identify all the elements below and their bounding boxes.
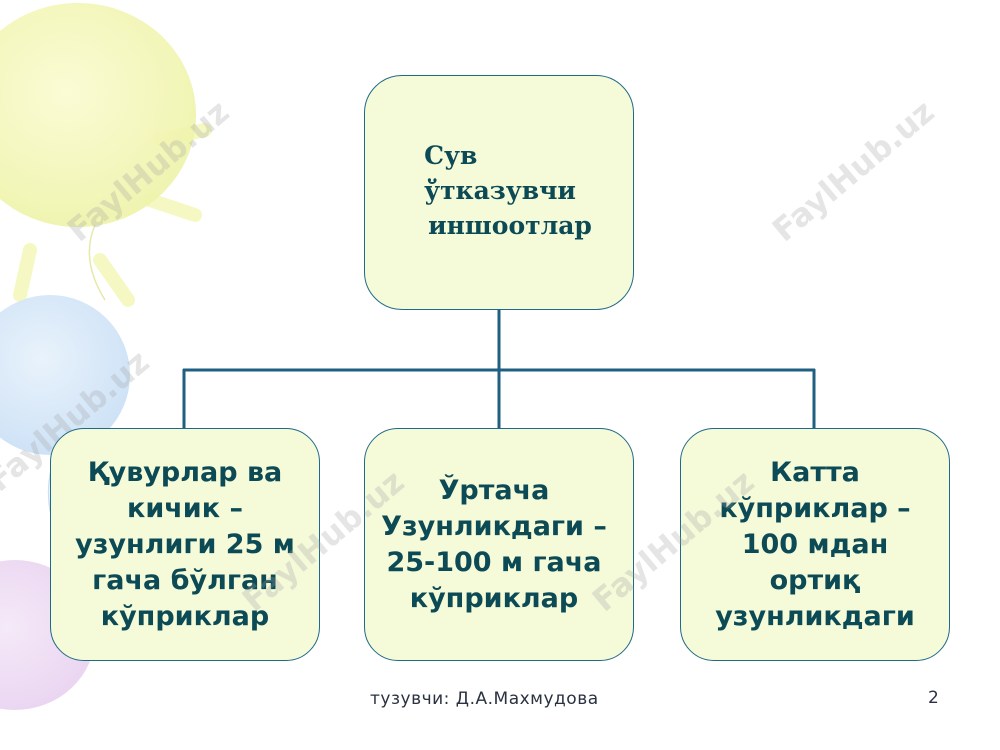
child-node-small-bridges: Қувурлар ва кичик – узунлиги 25 м гача б… xyxy=(50,428,320,661)
root-node-label: Сув ўтказувчи иншоотлар xyxy=(424,138,592,243)
label-line: узунликдаги xyxy=(715,600,915,632)
label-line: Қувурлар ва xyxy=(87,456,283,488)
label-line: гача бўлган xyxy=(92,564,278,596)
label-line: кўприклар – xyxy=(719,492,911,524)
label-line: кўприклар xyxy=(100,600,270,632)
label-line: узунлиги 25 м xyxy=(75,528,295,560)
page-number: 2 xyxy=(928,688,939,708)
yellow-balloon xyxy=(0,3,196,227)
label-line: 25-100 м гача xyxy=(386,546,602,578)
label-line: Катта xyxy=(770,456,860,488)
child-node-label: Қувурлар ва кичик – узунлиги 25 м гача б… xyxy=(75,455,295,635)
root-line-2: ўтказувчи xyxy=(424,176,576,205)
child-node-label: Ўртача Узунликдаги – 25-100 м гача кўпри… xyxy=(381,473,607,617)
label-line: Узунликдаги – xyxy=(381,510,607,542)
blue-balloon xyxy=(0,295,130,455)
child-node-medium-bridges: Ўртача Узунликдаги – 25-100 м гача кўпри… xyxy=(364,428,634,661)
label-line: ортиқ xyxy=(769,564,861,596)
root-line-3: иншоотлар xyxy=(428,211,592,240)
label-line: кўприклар xyxy=(409,582,579,614)
label-line: 100 мдан xyxy=(741,528,889,560)
label-line: кичик – xyxy=(127,492,243,524)
root-line-1: Сув xyxy=(424,141,478,170)
label-line: Ўртача xyxy=(438,474,550,506)
root-node: Сув ўтказувчи иншоотлар xyxy=(364,75,634,310)
child-node-label: Катта кўприклар – 100 мдан ортиқ узунлик… xyxy=(715,455,915,635)
child-node-large-bridges: Катта кўприклар – 100 мдан ортиқ узунлик… xyxy=(680,428,950,661)
footer-author: тузувчи: Д.А.Махмудова xyxy=(370,689,599,709)
